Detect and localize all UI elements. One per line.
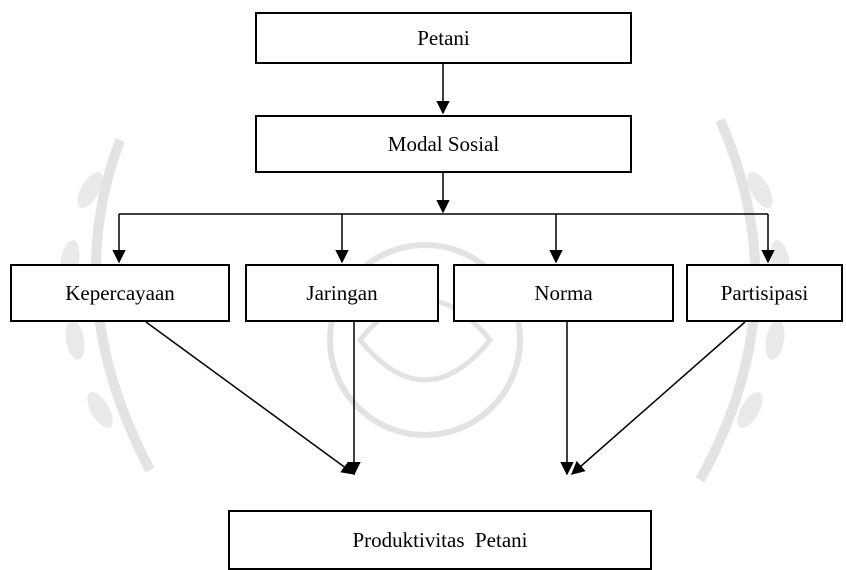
arrow-partisipasi-to-produktivitas	[570, 321, 746, 475]
node-kepercayaan-label: Kepercayaan	[65, 280, 175, 305]
node-jaringan: Jaringan	[245, 264, 439, 322]
node-modal-sosial-label: Modal Sosial	[387, 131, 500, 156]
node-petani-label: Petani	[417, 25, 470, 50]
arrow-kepercayaan-to-produktivitas	[145, 321, 356, 475]
node-partisipasi: Partisipasi	[686, 264, 843, 322]
node-produktivitas-petani: Produktivitas Petani	[228, 510, 652, 570]
node-jaringan-label: Jaringan	[306, 280, 378, 305]
node-norma: Norma	[453, 264, 674, 322]
node-partisipasi-label: Partisipasi	[720, 280, 809, 305]
node-modal-sosial: Modal Sosial	[255, 115, 632, 173]
node-petani: Petani	[255, 12, 632, 64]
node-produktivitas-label: Produktivitas Petani	[352, 527, 528, 552]
node-norma-label: Norma	[534, 280, 593, 305]
node-kepercayaan: Kepercayaan	[10, 264, 230, 322]
